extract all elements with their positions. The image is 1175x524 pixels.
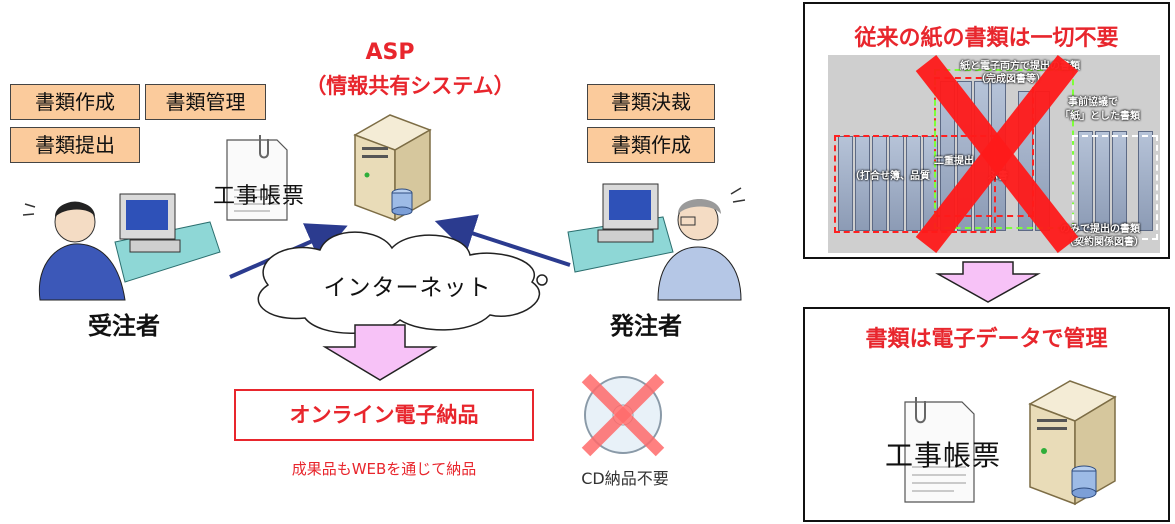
tag-document-management: 書類管理 <box>145 84 266 120</box>
online-delivery-box: オンライン電子納品 <box>234 389 534 441</box>
cd-note: CD納品不要 <box>581 469 669 488</box>
cloud-knot <box>536 274 548 286</box>
photo-caption-5: 二重提出 <box>934 156 974 167</box>
tag-document-creation: 書類作成 <box>10 84 140 120</box>
tag-document-submission: 書類提出 <box>10 127 140 163</box>
tag-document-creation-client: 書類作成 <box>587 127 715 163</box>
photo-caption-2: （完成図書等） <box>976 74 1046 85</box>
document-icon-right <box>904 397 975 503</box>
contractor-label: 受注者 <box>88 312 160 340</box>
server-icon <box>353 114 432 222</box>
paper-documents-panel: 従来の紙の書類は一切不要 紙と電子両方で提出の書類 （完成図書等） 事前協議で … <box>803 2 1170 259</box>
internet-cloud <box>257 231 540 334</box>
photo-caption-4: 「紙」とした書類 <box>1060 111 1140 122</box>
electronic-data-title: 書類は電子データで管理 <box>865 327 1108 352</box>
asp-title: ASP <box>365 40 415 65</box>
tag-document-approval: 書類決裁 <box>587 84 715 120</box>
client-label: 発注者 <box>610 312 682 340</box>
photo-caption-9: （契約関係図書） <box>1064 237 1144 248</box>
document-label-right: 工事帳票 <box>885 439 1002 472</box>
photo-caption-3: 事前協議で <box>1068 97 1118 108</box>
asp-subtitle: （情報共有システム） <box>305 74 515 98</box>
down-arrow <box>322 324 438 381</box>
photo-caption-1: 紙と電子両方で提出の書類 <box>960 61 1080 72</box>
photo-caption-6: （打合せ簿、品質 <box>850 171 930 182</box>
photo-caption-8: のみで提出の書類 <box>1060 224 1140 235</box>
document-label: 工事帳票 <box>213 184 306 209</box>
contractor-figure <box>22 193 221 301</box>
online-delivery-note: 成果品もWEBを通じて納品 <box>291 460 477 478</box>
client-figure <box>567 183 746 301</box>
red-cross-icon <box>915 55 1079 253</box>
upload-arrow-right <box>434 214 571 267</box>
document-icon <box>226 135 288 221</box>
server-icon-right <box>1028 380 1117 506</box>
binders-photo: 紙と電子両方で提出の書類 （完成図書等） 事前協議で 「紙」とした書類 二重提出… <box>828 55 1160 253</box>
photo-caption-7: ぶ書 <box>988 171 1008 182</box>
cd-crossed-icon <box>581 373 665 457</box>
internet-label: インターネット <box>323 275 492 301</box>
down-arrow-right <box>935 261 1041 303</box>
electronic-data-panel: 書類は電子データで管理 工事帳票 <box>803 307 1170 522</box>
paper-documents-title: 従来の紙の書類は一切不要 <box>854 26 1119 51</box>
